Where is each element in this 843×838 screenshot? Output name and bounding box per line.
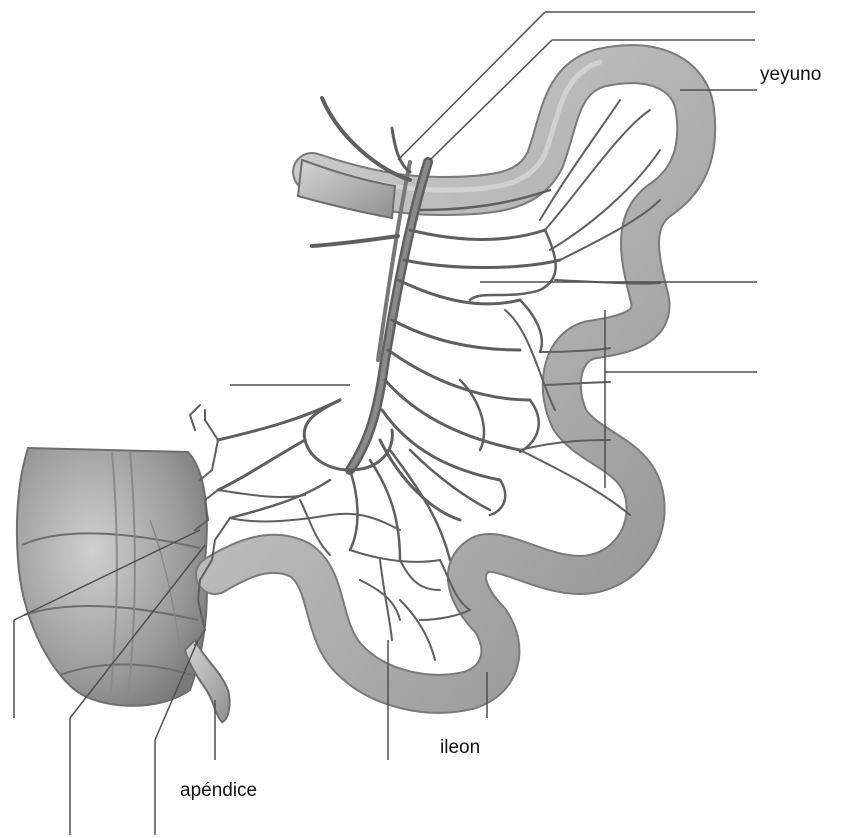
label-ileon: ileon <box>440 737 480 759</box>
label-yeyuno: yeyuno <box>760 64 821 86</box>
large-intestine <box>17 448 207 706</box>
leader-lines <box>14 12 757 835</box>
label-apendice: apéndice <box>180 780 257 802</box>
small-intestine <box>215 62 696 694</box>
